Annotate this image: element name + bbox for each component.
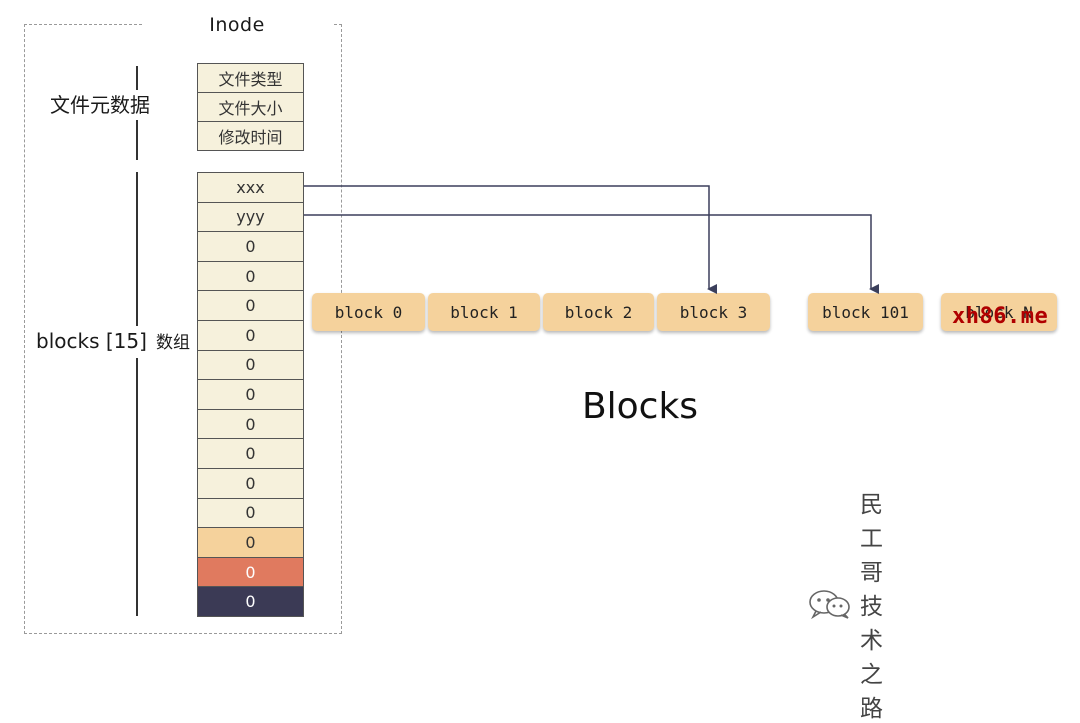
block-0: block 0 [312, 293, 425, 331]
block-pointer-entry: 0 [197, 497, 304, 529]
metadata-label: 文件元数据 [48, 90, 152, 120]
metadata-field-modified-time: 修改时间 [197, 121, 304, 151]
metadata-field-file-type: 文件类型 [197, 63, 304, 93]
block-pointer-entry: 0 [197, 290, 304, 321]
wechat-icon [808, 589, 852, 620]
footer-brand: 民工哥技术之路 [808, 492, 883, 722]
block-pointer-entry: 0 [197, 586, 304, 617]
block-pointer-entry: 0 [197, 438, 304, 469]
pointer-yyy-to-block-101 [304, 214, 879, 294]
block-pointer-entry: 0 [197, 556, 304, 588]
block-pointer-entry: 0 [197, 231, 304, 262]
block-pointer-entry: 0 [197, 408, 304, 440]
blocks-array-label-suffix: 数组 [156, 333, 190, 353]
pointer-xxx-to-block-3 [304, 185, 717, 294]
metadata-field-file-size: 文件大小 [197, 92, 304, 122]
block-pointer-entry: 0 [197, 527, 304, 558]
watermark: xh86.me [952, 304, 1049, 329]
block-pointer-entry: 0 [197, 349, 304, 381]
block-pointer-entry: 0 [197, 260, 304, 292]
blocks-array-label-main: blocks [15] [36, 329, 147, 353]
footer-text: 民工哥技术之路 [860, 492, 883, 722]
inode-title: Inode [142, 10, 332, 40]
block-2: block 2 [543, 293, 654, 331]
blocks-array-label: blocks [15] 数组 [34, 326, 192, 358]
block-pointer-entry: xxx [197, 172, 304, 203]
block-pointer-entry: 0 [197, 379, 304, 410]
block-pointer-entry: 0 [197, 320, 304, 351]
block-1: block 1 [428, 293, 540, 331]
block-pointer-entry: 0 [197, 468, 304, 499]
blocks-array-bracket [136, 172, 138, 616]
block-pointer-entry: yyy [197, 201, 304, 233]
block-n: block N [941, 293, 1057, 331]
block-3: block 3 [657, 293, 770, 331]
block-101: block 101 [808, 293, 923, 331]
blocks-title: Blocks [581, 386, 699, 427]
